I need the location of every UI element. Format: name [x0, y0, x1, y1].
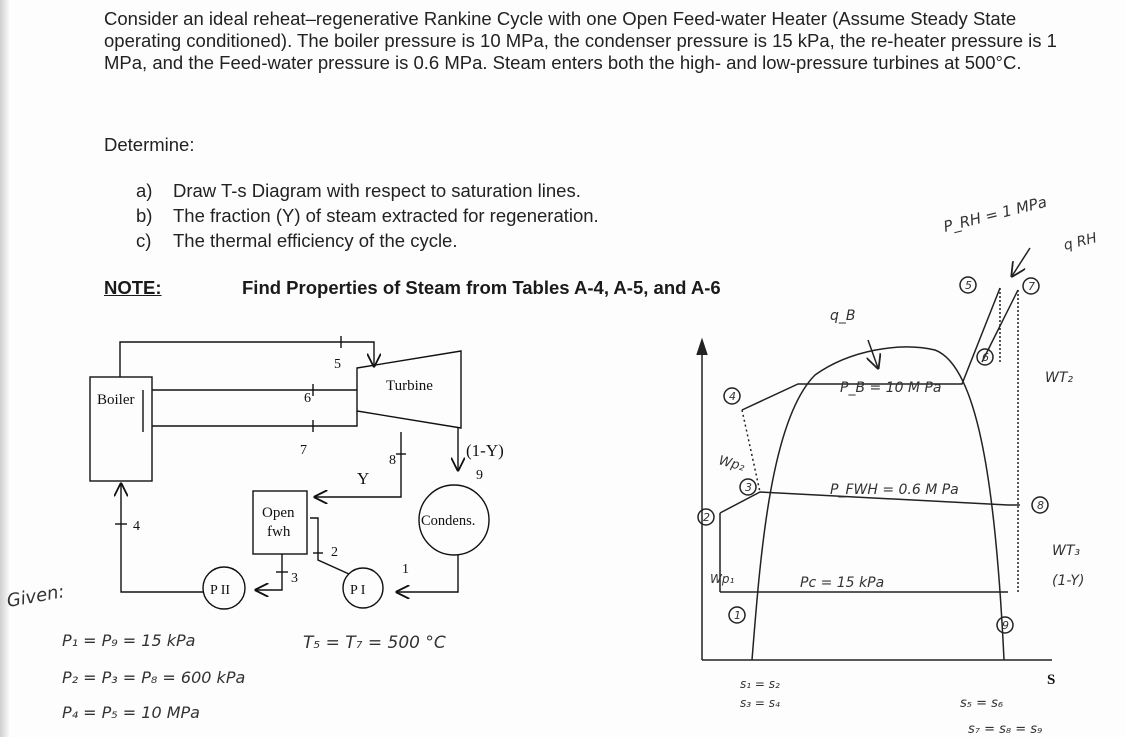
pump1-circle	[342, 567, 384, 609]
given-eq2: P₂ = P₃ = P₈ = 600 kPa	[62, 668, 245, 687]
ts-s789-label: s₇ = s₈ = s₉	[968, 722, 1042, 737]
ts-state-3-circle	[739, 478, 757, 496]
ts-state-9: 9	[1002, 619, 1009, 632]
ts-prh-label: P_RH = 1 MPa	[942, 193, 1049, 237]
state-5-label: 5	[334, 357, 341, 372]
fraction-y-label: Y	[357, 469, 369, 488]
ts-state-6: 6	[982, 351, 989, 364]
pump1-label: P I	[350, 583, 366, 598]
note-label: NOTE:	[104, 277, 162, 298]
turbine-label: Turbine	[386, 378, 433, 394]
part-c: c) The thermal efficiency of the cycle.	[136, 230, 457, 252]
given-eq3: P₄ = P₅ = 10 MPa	[62, 703, 200, 722]
ts-pc-label: Pc = 15 kPa	[800, 575, 884, 591]
ts-qb-label: q_B	[830, 308, 856, 324]
ts-state-5: 5	[965, 279, 972, 292]
part-c-text: The thermal efficiency of the cycle.	[173, 230, 458, 251]
state-3-label: 3	[291, 571, 298, 586]
ts-state-8: 8	[1037, 499, 1044, 512]
boiler-box	[89, 376, 153, 482]
state-7-label: 7	[300, 443, 307, 458]
ts-wt3-label: WT₃	[1052, 543, 1080, 559]
part-a: a) Draw T-s Diagram with respect to satur…	[136, 180, 581, 202]
ts-s34-label: s₃ = s₄	[740, 696, 780, 710]
boiler-label: Boiler	[97, 392, 135, 408]
ts-s56-label: s₅ = s₆	[960, 696, 1003, 711]
part-b: b) The fraction (Y) of steam extracted fo…	[136, 205, 599, 227]
ts-state-8-circle	[1031, 496, 1049, 514]
ts-1-minus-y-label: (1-Y)	[1052, 573, 1084, 589]
state-2-label: 2	[331, 545, 338, 560]
ts-state-7: 7	[1028, 280, 1035, 293]
ts-wt2-label: WT₂	[1045, 370, 1073, 386]
ts-state-3: 3	[745, 481, 752, 494]
given-temps: T₅ = T₇ = 500 °C	[303, 633, 446, 653]
scan-shadow	[0, 0, 10, 737]
part-b-label: b)	[136, 205, 153, 226]
ts-state-5-circle	[959, 276, 977, 294]
pump2-circle	[202, 566, 246, 610]
ts-state-7-circle	[1022, 277, 1040, 295]
state-9-label: 9	[476, 468, 483, 483]
state-6-label: 6	[304, 391, 311, 406]
ts-pfwh-label: P_FWH = 0.6 M Pa	[830, 482, 959, 498]
pump2-label: P II	[210, 583, 230, 598]
ts-qrh-label: q RH	[1062, 230, 1099, 254]
state-1-label: 1	[402, 562, 409, 577]
ts-pb-label: P_B = 10 M Pa	[840, 380, 942, 396]
ts-state-4-circle	[723, 387, 741, 405]
ts-state-2: 2	[703, 511, 710, 524]
condenser-circle	[418, 484, 490, 556]
ts-state-1-circle	[728, 606, 746, 624]
ts-state-4: 4	[729, 390, 736, 403]
part-c-label: c)	[136, 230, 152, 251]
fraction-1-minus-y-label: (1-Y)	[466, 441, 504, 460]
part-a-label: a)	[136, 180, 153, 201]
saturation-dome	[751, 346, 1005, 661]
state-8-label: 8	[389, 453, 396, 468]
ofwh-label-2: fwh	[267, 524, 291, 540]
part-a-text: Draw T-s Diagram with respect to saturat…	[173, 180, 581, 201]
problem-statement: Consider an ideal reheat–regenerative Ra…	[104, 8, 1057, 73]
ofwh-label-1: Open	[262, 505, 295, 521]
note-text: Find Properties of Steam from Tables A-4…	[242, 277, 721, 298]
ts-state-1: 1	[734, 609, 741, 622]
ts-state-2-circle	[697, 508, 715, 526]
turbine-shape	[356, 350, 462, 429]
ts-s12-label: s₁ = s₂	[740, 677, 780, 691]
ofwh-box	[252, 490, 308, 555]
part-b-text: The fraction (Y) of steam extracted for …	[173, 205, 599, 226]
condenser-label: Condens.	[421, 513, 475, 529]
state-4-label: 4	[133, 519, 140, 534]
ts-s-axis-label: S	[1047, 672, 1055, 688]
given-eq1: P₁ = P₉ = 15 kPa	[62, 631, 195, 650]
determine-heading: Determine:	[104, 134, 195, 155]
ts-wp2-label: Wp₂	[717, 453, 746, 474]
ts-state-9-circle	[996, 616, 1014, 634]
ts-state-6-circle	[976, 348, 994, 366]
ts-wp1-label: Wp₁	[710, 572, 734, 586]
